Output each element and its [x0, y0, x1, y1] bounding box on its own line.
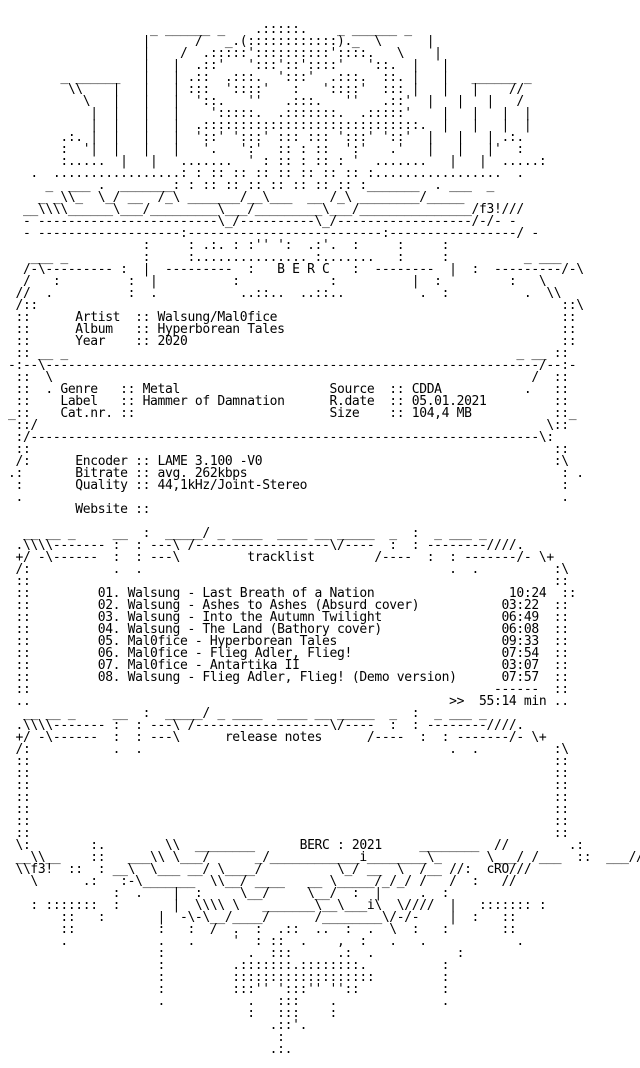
nfo-line: .\\\\------- : : ---\ /-----------------…: [8, 538, 524, 553]
nfo-line: :: Artist :: Walsung/Mal0fice ::: [8, 310, 577, 325]
nfo-line: :: ::: [8, 778, 569, 793]
nfo-line: __ __ _ __ : _____/ _ ____ ____ __ _____…: [8, 526, 487, 541]
nfo-line: :: 06. Mal0fice - Flieg Adler, Flieg! 07…: [8, 646, 569, 661]
nfo-line: ___ _ : :............... :....... : : _ …: [8, 250, 562, 265]
nfo-line: ::/ \::: [8, 418, 569, 433]
nfo-line: :: 04. Walsung - The Land (Bathory cover…: [8, 622, 569, 637]
nfo-line: :..... | | ....... ' : :: : :: : ' .....…: [8, 154, 547, 169]
nfo-line: \\f3! :: : __\ \___ __/ \____/ \_/ __ \ …: [8, 862, 532, 877]
nfo-line: :: . Genre :: Metal Source :: CDDA . ::: [8, 382, 569, 397]
nfo-line: : ::::::: : | \\\\ \ _______\__\___i\ \/…: [8, 898, 547, 913]
nfo-line: :: __ _ _ __ ::: [8, 346, 569, 361]
nfo-line: :: 05. Mal0fice - Hyperborean Tales 09:3…: [8, 634, 569, 649]
nfo-line: .\\\\------- : : ---\ /-----------------…: [8, 718, 524, 733]
nfo-line: \ | | | '::. '' .:::. '' .::' | | | /: [8, 94, 524, 109]
nfo-line: +/ -\------ : : ---\ tracklist /---- : :…: [8, 550, 554, 565]
nfo-line: :: ::: [8, 802, 569, 817]
nfo-line: :: : : / . : .:: .. : . \ : : ::: [8, 922, 517, 937]
nfo-line: /: . . . . :\: [8, 562, 569, 577]
nfo-line: :: 01. Walsung - Last Breath of a Nation…: [8, 586, 577, 601]
nfo-line: .:. | | | | '::' ':::' ::: ::: ':::' '::…: [8, 130, 524, 145]
nfo-line: . .................: : :: :: :: :: :: ::…: [8, 166, 524, 181]
nfo-line: :: ::: [8, 790, 569, 805]
nfo-line: | / _.(::::::::::::)._ \ |: [8, 34, 435, 49]
nfo-line: :: Label :: Hammer of Damnation R.date :…: [8, 394, 569, 409]
nfo-line: . .: [8, 490, 569, 505]
nfo-line: :: [8, 1030, 285, 1045]
nfo-line: : ::::::::::::::::::: :: [8, 970, 450, 985]
nfo-line: | | | | .:::::::::::::::::::::::::::::. …: [8, 118, 532, 133]
nfo-line: __\\\\______\___/_________\___/_________…: [8, 202, 524, 217]
nfo-line: . . ::: . .: [8, 994, 450, 1009]
nfo-line: .: Bitrate :: avg. 262kbps : .: [8, 466, 584, 481]
nfo-line: \\ | | | ::: '::::' : '::::' ::: | | | /…: [8, 82, 524, 97]
nfo-line: :: ::: [8, 754, 569, 769]
nfo-line: :: \ / ::: [8, 370, 569, 385]
nfo-line: .::'.: [8, 1018, 308, 1033]
nfo-line: :: 03. Walsung - Into the Autumn Twiligh…: [8, 610, 569, 625]
nfo-line: : '| | | | '. ':' :: : :: ':' .' | | |' …: [8, 142, 524, 157]
nfo-line: -:--\-----------------------------------…: [8, 358, 577, 373]
nfo-line: .:.: [8, 1042, 293, 1057]
nfo-line: - -------------------:------------------…: [8, 226, 539, 241]
nfo-line: :: ::: [8, 442, 569, 457]
nfo-line: | / .:::::'::::::::::'::::. \ |: [8, 46, 442, 61]
nfo-line: +/ -\------ : : ---\ release notes /----…: [8, 730, 547, 745]
nfo-line: /: . . . . :\: [8, 742, 569, 757]
nfo-line: _:: Cat.nr. :: Size :: 104,4 MB ::_: [8, 406, 577, 421]
nfo-line: _ ______ | | .:: .:::. ':::' .:::. ::. |…: [8, 70, 532, 85]
nfo-line: :: ::: [8, 766, 569, 781]
nfo-line: __\\__ :: ___\\ \___/ _/____________i___…: [8, 850, 640, 865]
nfo-line: .. >> 55:14 min ..: [8, 694, 569, 709]
nfo-line: Website ::: [8, 502, 151, 517]
nfo-line: : ::: :: [8, 1006, 337, 1021]
nfo-line: :: ------ ::: [8, 682, 569, 697]
nfo-line: : : .:. : :'' ': .:'. : : :: [8, 238, 450, 253]
nfo-line: :: 08. Walsung - Flieg Adler, Flieg! (De…: [8, 670, 569, 685]
nfo-line: /-\--------- : | --------- : B E R C : -…: [8, 262, 584, 277]
nfo-line: \: :. \\ ________ BERC : 2021 ________ /…: [8, 838, 584, 853]
nfo-ascii-document: _ ______ _ .:::::. _ ______ _ | / _.(:::…: [8, 22, 640, 1057]
nfo-line: /:: ::\: [8, 298, 584, 313]
nfo-line: :: 07. Mal0fice - Antartika II 03:07 ::: [8, 658, 569, 673]
nfo-line: \ .: :-\_______ \\__/ ____ __ \_____/_/_…: [8, 874, 517, 889]
nfo-line: :/--------------------------------------…: [8, 430, 554, 445]
nfo-line: // . : . ..::.. ..::.. . : . \\: [8, 286, 562, 301]
nfo-line: : .:::::::.::::::::. :: [8, 958, 450, 973]
nfo-line: . . . ' : :: . , : . . .: [8, 934, 524, 949]
nfo-line: :: ::: [8, 574, 569, 589]
nfo-line: | | .::' ':::'::'::::' '::. | |: [8, 58, 450, 73]
nfo-line: :: 02. Walsung - Ashes to Ashes (Absurd …: [8, 598, 569, 613]
nfo-line: : . | : \__/ \__/ : | . :: [8, 886, 450, 901]
nfo-line: :: : | -\-\__/____/ /________\/-/- | : :…: [8, 910, 517, 925]
nfo-line: :: Album :: Hyperborean Tales ::: [8, 322, 577, 337]
nfo-line: : . ::: .: . :: [8, 946, 465, 961]
nfo-line: - ------------------------\_/----------\…: [8, 214, 517, 229]
nfo-line: _ ___ . _______: : :: :: :: :: :: :: :: …: [8, 178, 494, 193]
nfo-line: | | | | ':::::. .:::::::. .:::::' | | | …: [8, 106, 532, 121]
nfo-line: :: ::: [8, 826, 569, 841]
nfo-line: _ ______ _ .:::::. _ ______ _: [8, 22, 412, 37]
nfo-line: _ _\\_ \_/ __ /_\ _______/__\___ __ /_\ …: [8, 190, 465, 205]
nfo-line: :: Year :: 2020 ::: [8, 334, 577, 349]
nfo-line: : Quality :: 44,1kHz/Joint-Stereo :: [8, 478, 569, 493]
nfo-line: __ __ _ __ : _____/ _ ____ ____ __ _____…: [8, 706, 487, 721]
nfo-line: : :::'' ':::'' '':: :: [8, 982, 450, 997]
nfo-line: :: ::: [8, 814, 569, 829]
nfo-line: /: Encoder :: LAME 3.100 -V0 :\: [8, 454, 569, 469]
nfo-line: / : : | : : | : : \: [8, 274, 547, 289]
